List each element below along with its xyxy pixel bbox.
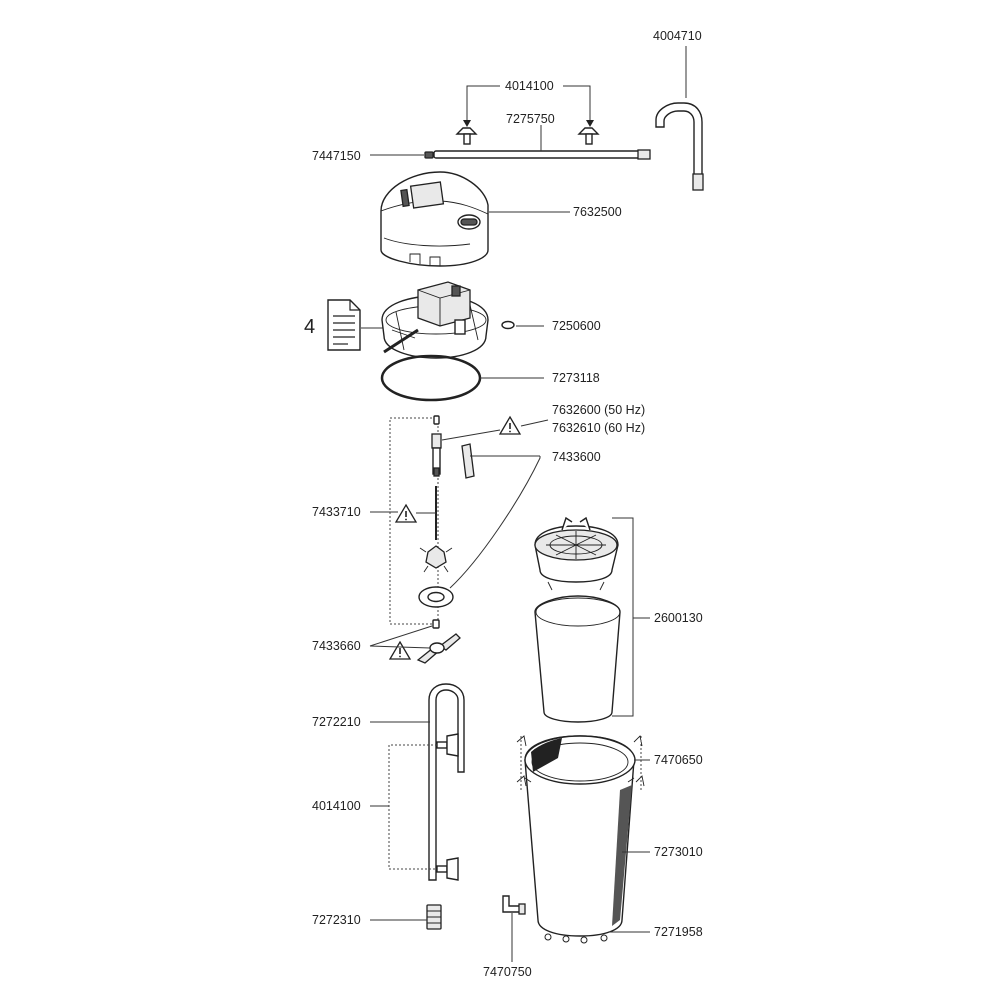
document-icon	[327, 299, 361, 351]
warning-triangle-icon	[388, 640, 412, 660]
label-7447150: 7447150	[312, 149, 361, 163]
label-7250600: 7250600	[552, 319, 601, 333]
bearing-bracket-part	[461, 443, 475, 479]
elbow-connector-part	[502, 895, 526, 915]
label-7433710: 7433710	[312, 505, 361, 519]
filter-cartridge-part	[534, 595, 621, 723]
label-7433660: 7433660	[312, 639, 361, 653]
warning-triangle-icon	[498, 415, 522, 435]
filter-basket-part	[534, 516, 619, 591]
bearing-ring-part	[418, 586, 454, 608]
label-7632610: 7632610 (60 Hz)	[552, 421, 645, 435]
label-7433600: 7433600	[552, 450, 601, 464]
o-ring-small-part	[501, 320, 515, 330]
suction-cup-left	[455, 127, 478, 145]
suction-cup-mid-lower	[436, 857, 459, 881]
label-7470750: 7470750	[483, 965, 532, 979]
impeller-part	[431, 415, 442, 477]
label-7272310: 7272310	[312, 913, 361, 927]
label-7272210: 7272210	[312, 715, 361, 729]
clip-set-part	[516, 735, 645, 787]
label-7275750: 7275750	[506, 112, 555, 126]
end-cap-part	[424, 151, 434, 159]
spray-bar-part	[433, 149, 651, 160]
label-7273118: 7273118	[552, 371, 600, 385]
seal-ring-part	[380, 354, 482, 402]
label-7273010: 7273010	[654, 845, 703, 859]
propeller-part	[416, 619, 461, 664]
label-7271958: 7271958	[654, 925, 703, 939]
label-7632600: 7632600 (50 Hz)	[552, 403, 645, 417]
label-4014100-top: 4014100	[505, 79, 554, 93]
label-4004710: 4004710	[653, 29, 702, 43]
label-2600130: 2600130	[654, 611, 703, 625]
canister-part	[524, 735, 636, 944]
impeller-group-bracket	[389, 417, 439, 625]
impeller-rotor-part	[419, 545, 453, 573]
suction-cup-right	[577, 127, 600, 145]
document-number: 4	[304, 316, 315, 338]
warning-triangle-icon	[394, 503, 418, 523]
intake-pipe-part	[428, 683, 465, 881]
suction-cup-mid-upper	[436, 733, 459, 757]
pump-head-part	[381, 281, 489, 359]
motor-cover-part	[380, 171, 489, 267]
intake-strainer-part	[426, 904, 442, 930]
label-4014100-bottom: 4014100	[312, 799, 361, 813]
label-7632500: 7632500	[573, 205, 622, 219]
label-7470650: 7470650	[654, 753, 703, 767]
outlet-pipe-part	[655, 102, 704, 191]
